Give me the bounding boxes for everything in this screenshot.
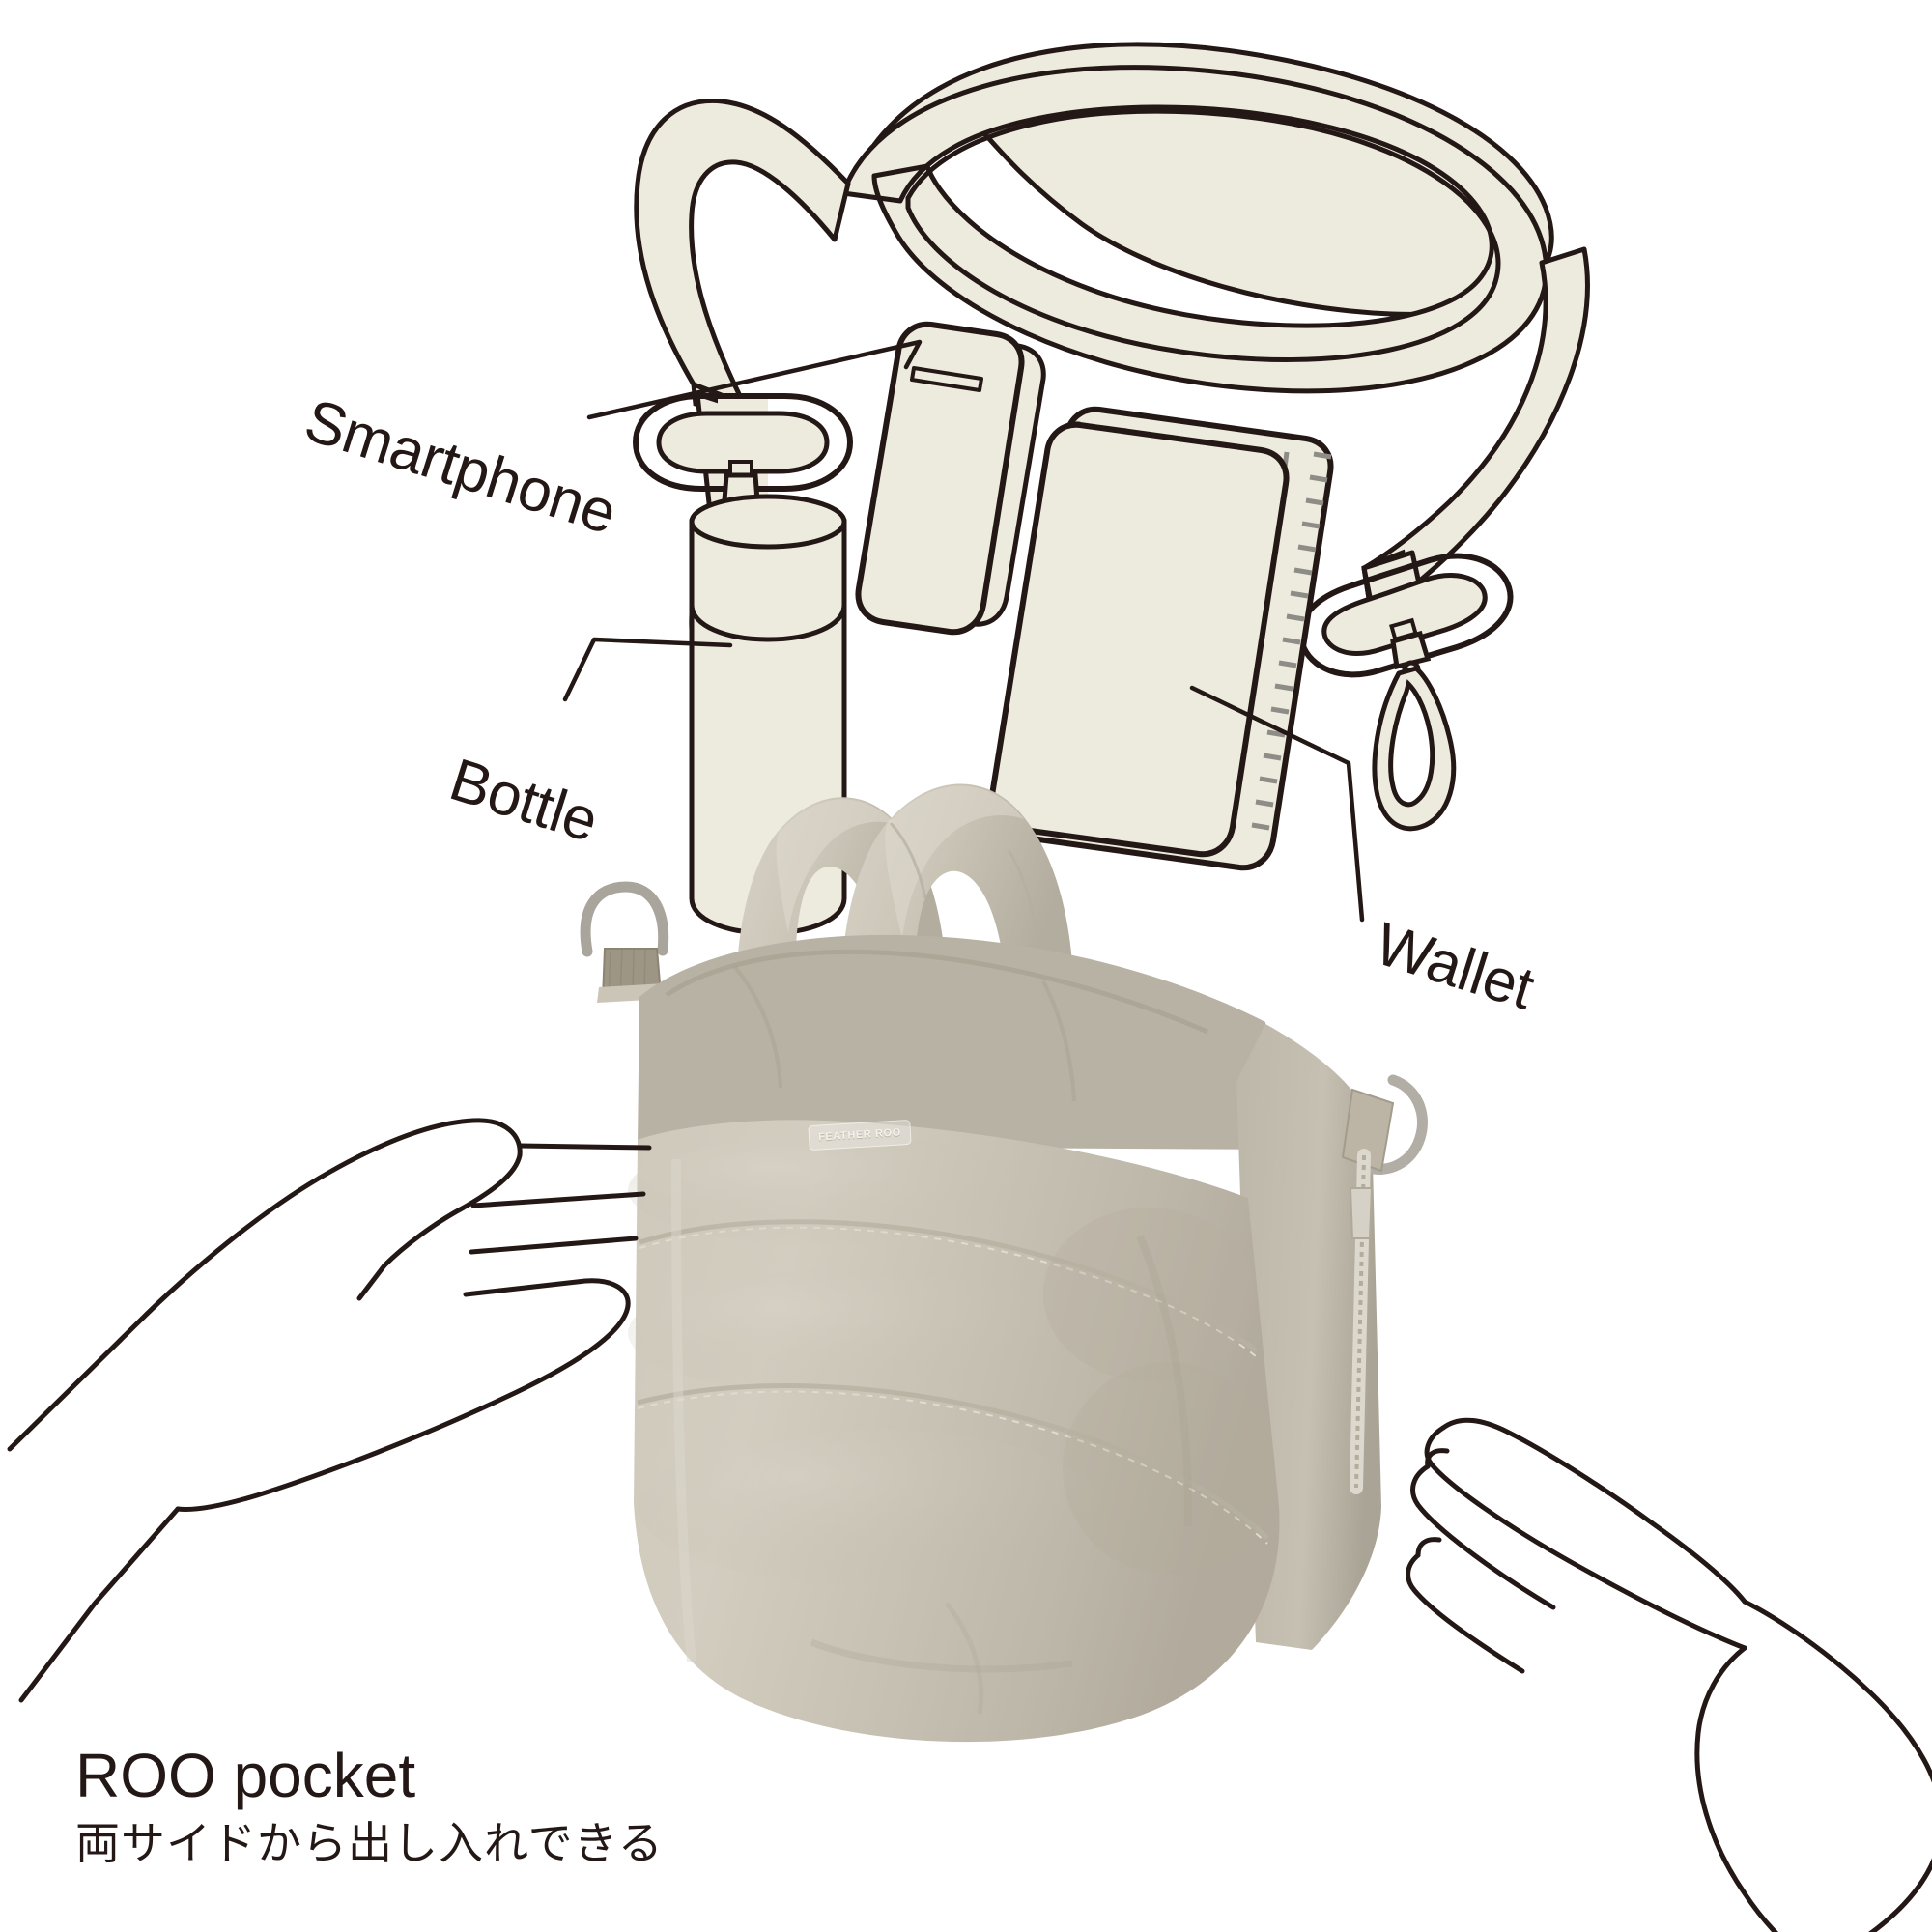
product-bag: [580, 783, 1428, 1743]
leader-bottle: [562, 637, 733, 702]
phone-illustration: [855, 321, 1046, 636]
hand-right-illustration: [1406, 1417, 1932, 1932]
hand-left-illustration: [7, 1118, 652, 1703]
d-ring-left: [580, 881, 669, 1003]
zipper-pull: [1349, 1187, 1374, 1239]
caption-subtitle: 両サイドから出し入れできる: [75, 1818, 664, 1869]
callout-leader-lines: [562, 339, 1365, 923]
zipper-teeth: [1251, 451, 1332, 831]
bag-opening-rear: [638, 934, 1285, 1150]
caption-title: ROO pocket: [75, 1741, 416, 1810]
swivel-hook-right-icon: [1297, 553, 1514, 832]
d-ring-right: [1341, 1074, 1428, 1175]
leader-smartphone: [586, 339, 923, 420]
leader-wallet: [1189, 685, 1365, 923]
caption-block: ROO pocket 両サイドから出し入れできる: [75, 1741, 664, 1872]
wallet-illustration: [988, 406, 1334, 871]
